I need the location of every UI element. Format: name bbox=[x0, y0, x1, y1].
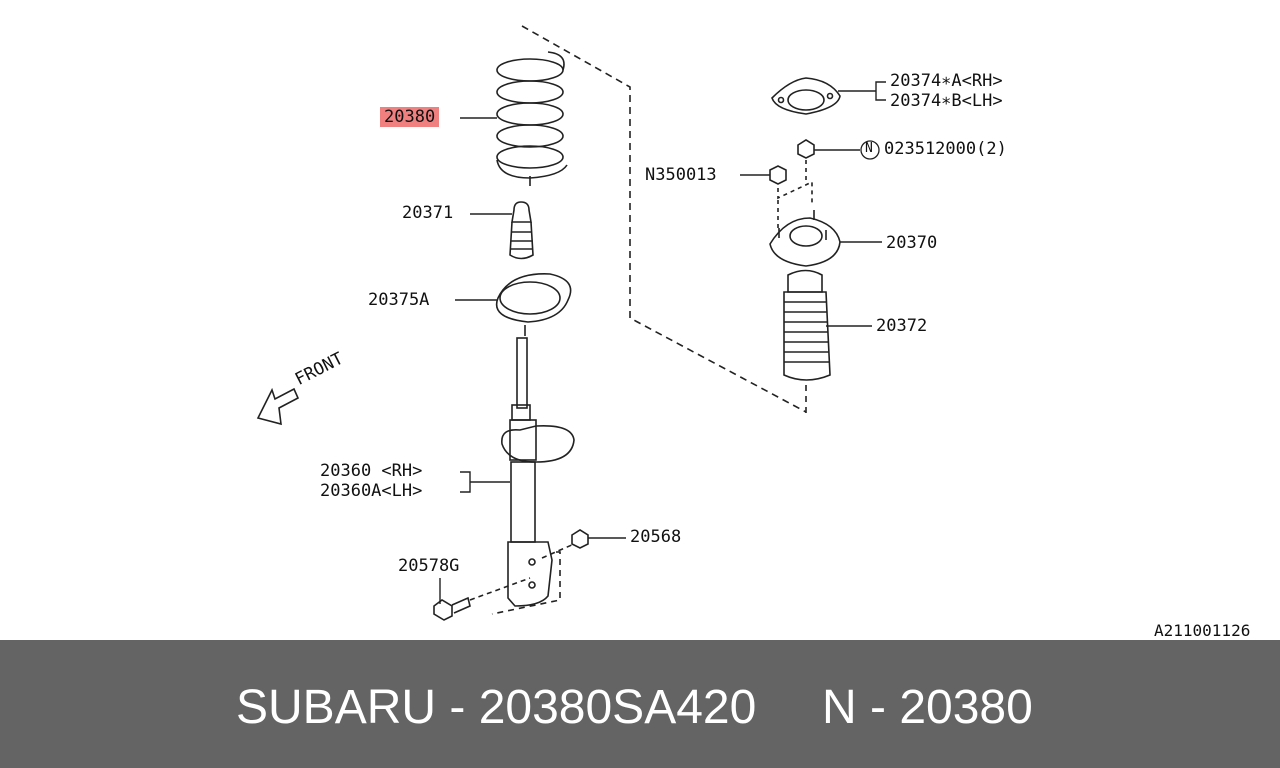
mount-cap-graphic bbox=[771, 77, 841, 115]
part-label-20372: 20372 bbox=[876, 316, 928, 336]
part-label-20380: 20380 bbox=[380, 107, 440, 127]
bolt-graphic bbox=[433, 577, 531, 621]
part-label-20375a: 20375A bbox=[368, 290, 430, 310]
bump-stop-graphic bbox=[509, 201, 534, 260]
explode-frame-lines bbox=[521, 25, 807, 413]
footer-banner: SUBARU - 20380SA420 N - 20380 bbox=[0, 640, 1280, 768]
part-label-20568: 20568 bbox=[630, 527, 682, 547]
coil-spring-graphic bbox=[496, 51, 568, 186]
leader-lines bbox=[439, 81, 886, 604]
part-label-20371: 20371 bbox=[402, 203, 454, 223]
footer-brand-part: SUBARU - 20380SA420 bbox=[236, 681, 757, 734]
part-label-20374a-rh: 20374∗A<RH> bbox=[890, 71, 1003, 91]
spring-seat-graphic bbox=[495, 273, 572, 336]
front-arrow-graphic bbox=[256, 387, 300, 426]
part-label-n350013: N350013 bbox=[645, 165, 717, 185]
n-marker-circle bbox=[860, 140, 880, 160]
nut-graphic bbox=[541, 529, 589, 559]
part-label-20360a-lh: 20360A<LH> bbox=[320, 481, 423, 501]
part-label-20370: 20370 bbox=[886, 233, 938, 253]
part-label-023512000: 023512000(2) bbox=[884, 139, 1007, 159]
catalog-code: A211001126 bbox=[1154, 621, 1251, 640]
strut-mount-graphic bbox=[769, 200, 841, 267]
n-marker-label: N bbox=[865, 141, 873, 156]
part-label-20374b-lh: 20374∗B<LH> bbox=[890, 91, 1003, 111]
parts-diagram: 20380 20371 20375A 20360 <RH> 20360A<LH>… bbox=[256, 25, 1251, 640]
footer-ref: N - 20380 bbox=[822, 681, 1033, 734]
dust-boot-graphic bbox=[783, 269, 831, 381]
part-label-20578g: 20578G bbox=[398, 556, 460, 576]
part-label-20360-rh: 20360 <RH> bbox=[320, 461, 423, 481]
mount-nut-graphic bbox=[769, 139, 815, 205]
strut-graphic bbox=[491, 337, 575, 615]
